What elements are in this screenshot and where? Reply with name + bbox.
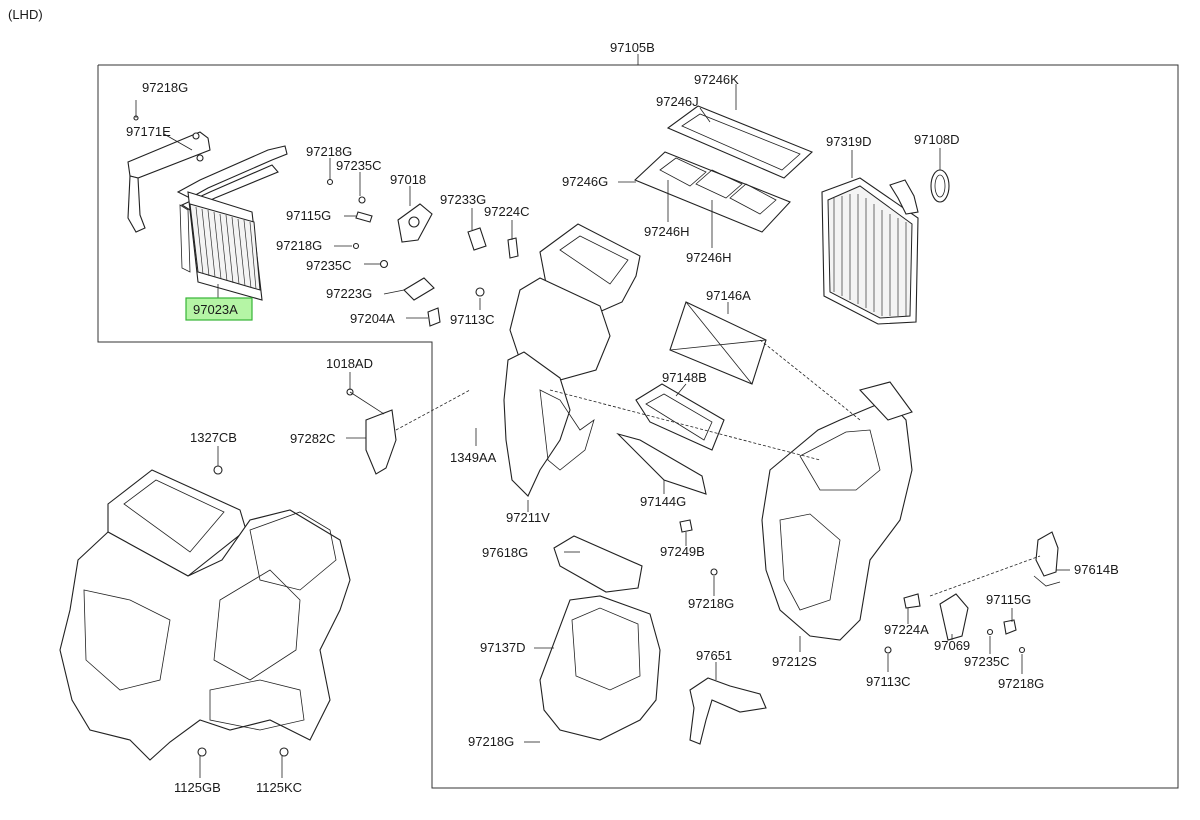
variant-label: (LHD): [8, 7, 43, 22]
callout-97218G[interactable]: 97218G: [306, 144, 352, 159]
evaporator-drawing: [821, 169, 950, 325]
callout-97218G[interactable]: 97218G: [998, 676, 1044, 691]
callout-97113C[interactable]: 97113C: [866, 674, 911, 689]
callout-97246H[interactable]: 97246H: [686, 250, 732, 265]
upper-case-drawing: [326, 178, 641, 497]
callout-97246J[interactable]: 97246J: [656, 94, 699, 109]
leader-lines: [163, 84, 1070, 778]
callout-97069[interactable]: 97069: [934, 638, 970, 653]
callout-labels: (LHD) 97105B 97218G 97171E 97023A 97218G…: [8, 7, 1119, 795]
callout-97246H[interactable]: 97246H: [644, 224, 690, 239]
callout-97023A[interactable]: 97023A: [193, 302, 238, 317]
air-filter-drawing: [633, 105, 814, 233]
callout-97218G[interactable]: 97218G: [142, 80, 188, 95]
callout-97235C[interactable]: 97235C: [336, 158, 382, 173]
callout-97148B[interactable]: 97148B: [662, 370, 707, 385]
callout-1125GB[interactable]: 1125GB: [174, 780, 221, 795]
callout-97018[interactable]: 97018: [390, 172, 426, 187]
callout-97212S[interactable]: 97212S: [772, 654, 817, 669]
callout-1125KC[interactable]: 1125KC: [256, 780, 302, 795]
callout-97224A[interactable]: 97224A: [884, 622, 929, 637]
callout-97618G[interactable]: 97618G: [482, 545, 528, 560]
callout-97233G[interactable]: 97233G: [440, 192, 486, 207]
callout-97282C[interactable]: 97282C: [290, 431, 336, 446]
callout-97319D[interactable]: 97319D: [826, 134, 872, 149]
callout-97108D[interactable]: 97108D: [914, 132, 960, 147]
middle-case-drawing: [616, 301, 913, 641]
callout-97235C[interactable]: 97235C: [964, 654, 1010, 669]
assembly-label: 97105B: [610, 40, 655, 55]
lower-case-drawing: [539, 535, 767, 745]
callout-97137D[interactable]: 97137D: [480, 640, 526, 655]
callout-97246K[interactable]: 97246K: [694, 72, 739, 87]
callout-97651[interactable]: 97651: [696, 648, 732, 663]
callout-97171E[interactable]: 97171E: [126, 124, 171, 139]
callout-97235C[interactable]: 97235C: [306, 258, 352, 273]
callout-97223G[interactable]: 97223G: [326, 286, 372, 301]
callout-97115G[interactable]: 97115G: [286, 208, 331, 223]
callout-97211V[interactable]: 97211V: [506, 510, 550, 525]
callout-97218G[interactable]: 97218G: [468, 734, 514, 749]
callout-97246G[interactable]: 97246G: [562, 174, 608, 189]
highlight-box: [185, 297, 253, 321]
actuators-drawing: [679, 519, 1061, 654]
callout-1018AD[interactable]: 1018AD: [326, 356, 373, 371]
callout-97218G[interactable]: 97218G: [688, 596, 734, 611]
callout-97204A[interactable]: 97204A: [350, 311, 395, 326]
callout-97224C[interactable]: 97224C: [484, 204, 530, 219]
callout-97218G[interactable]: 97218G: [276, 238, 322, 253]
callout-97146A[interactable]: 97146A: [706, 288, 751, 303]
callout-97144G[interactable]: 97144G: [640, 494, 686, 509]
assembly-frame: [97, 54, 1179, 789]
assembled-unit-drawing: [59, 388, 397, 761]
callout-97249B[interactable]: 97249B: [660, 544, 705, 559]
callout-97614B[interactable]: 97614B: [1074, 562, 1119, 577]
heater-core-drawing: [127, 100, 288, 301]
callout-97115G[interactable]: 97115G: [986, 592, 1031, 607]
callout-97113C[interactable]: 97113C: [450, 312, 495, 327]
callout-1327CB[interactable]: 1327CB: [190, 430, 237, 445]
callout-1349AA[interactable]: 1349AA: [450, 450, 497, 465]
